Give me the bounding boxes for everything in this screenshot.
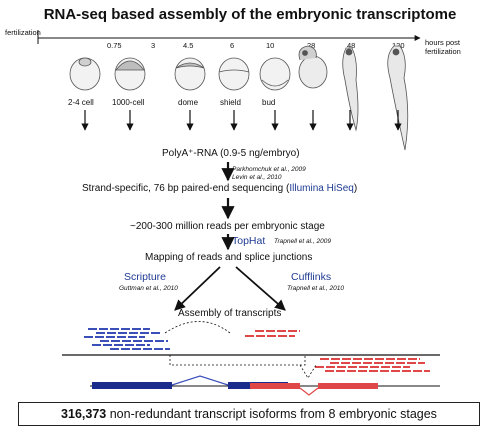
splice-junction-dip: [299, 364, 317, 379]
page-title: RNA-seq based assembly of the embryonic …: [43, 6, 457, 23]
blue-reads: [84, 328, 170, 350]
axis-label-hours: hours post: [425, 38, 461, 47]
intron-box-top: [169, 354, 306, 366]
polya-rna-step: PolyA⁺-RNA (0.9-5 ng/embryo): [162, 148, 300, 159]
hour-label: 0.75: [107, 41, 122, 50]
citation-trapnell-2010: Trapnell et al., 2010: [287, 285, 344, 292]
scripture-arrow: [174, 266, 221, 311]
sequencing-close: ): [353, 183, 358, 194]
blue-exon-1: [92, 382, 172, 389]
reads-step: ~200-300 million reads per embryonic sta…: [130, 221, 325, 232]
stage-label: shield: [220, 98, 241, 107]
cufflinks-label: Cufflinks: [291, 271, 332, 283]
hour-label: 6: [230, 41, 235, 50]
summary-text: non-redundant transcript isoforms from 8…: [106, 407, 437, 421]
fertilization-label: fertilization: [5, 28, 41, 37]
hour-label: 4.5: [183, 41, 194, 50]
hour-label: 48: [347, 41, 356, 50]
sequencing-step: Strand-specific, 76 bp paired-end sequen…: [82, 183, 357, 194]
blue-intron: [171, 375, 229, 386]
citation-levin: Levin et al., 2010: [232, 174, 282, 181]
axis-label-fertilization: fertilization: [425, 47, 461, 56]
sequencing-tool: Illumina HiSeq: [289, 183, 354, 194]
red-intron: [299, 387, 319, 396]
embryo-shield: [218, 57, 250, 91]
isoform-count: 316,373: [61, 407, 107, 421]
red-exon-1: [250, 383, 300, 389]
embryo-dome: [174, 57, 206, 91]
larva-48h: [342, 47, 359, 132]
embryo-1000-cell: [114, 57, 146, 91]
stage-label: dome: [178, 98, 199, 107]
larva-28h: [298, 45, 328, 89]
stage-label: 2-4 cell: [68, 98, 94, 107]
citation-trapnell-2009: Trapnell et al., 2009: [274, 238, 331, 245]
hour-label: 120: [392, 41, 405, 50]
mapping-step: Mapping of reads and splice junctions: [145, 252, 313, 263]
summary-box: 316,373 non-redundant transcript isoform…: [18, 402, 480, 426]
larva-120h: [387, 45, 409, 151]
sequencing-text: Strand-specific, 76 bp paired-end sequen…: [82, 183, 290, 194]
hour-label: 28: [307, 41, 316, 50]
red-reads: [245, 330, 430, 372]
hour-label: 3: [151, 41, 156, 50]
embryo-bud: [259, 57, 291, 91]
cufflinks-arrow: [235, 266, 286, 311]
embryo-2-4-cell: [69, 57, 101, 91]
citation-parkhomchuk: Parkhomchuk et al., 2009: [232, 166, 306, 173]
citation-guttman: Guttman et al., 2010: [119, 285, 178, 292]
assembly-step: Assembly of transcripts: [178, 308, 282, 319]
stage-label: 1000-cell: [112, 98, 145, 107]
splice-junction-arc: [164, 321, 231, 334]
hour-label: 10: [266, 41, 275, 50]
red-exon-2: [318, 383, 378, 389]
tophat-label: TopHat: [232, 235, 266, 247]
scripture-label: Scripture: [124, 271, 167, 283]
stage-label: bud: [262, 98, 276, 107]
